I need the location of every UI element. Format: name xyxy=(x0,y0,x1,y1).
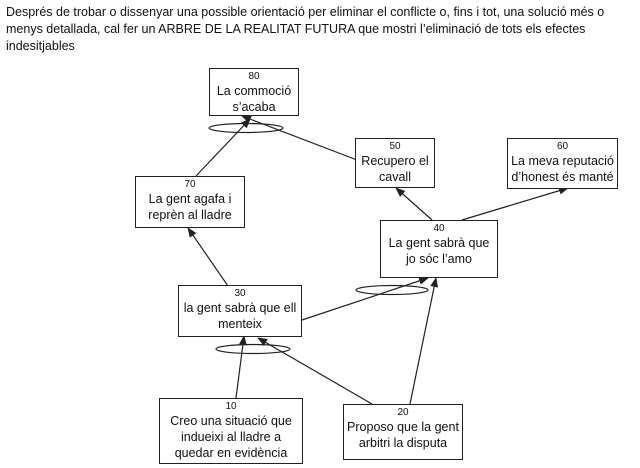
node-70: 70 La gent agafa i reprèn al lladre xyxy=(135,176,245,228)
edge-10-to-30 xyxy=(235,335,247,399)
node-60: 60 La meva reputació d’honest és manté xyxy=(507,138,618,189)
and-ellipse-40 xyxy=(355,284,429,296)
node-70-number: 70 xyxy=(184,179,196,190)
node-80-label: La commoció s’acaba xyxy=(216,84,292,114)
node-10: 10 Creo una situació que indueixi al lla… xyxy=(159,398,303,464)
intro-line-2: menys detallada, cal fer un ARBRE DE LA … xyxy=(6,22,586,53)
intro-text: Després de trobar o dissenyar una possib… xyxy=(6,4,636,55)
and-ellipse-30 xyxy=(215,343,291,355)
node-20: 20 Proposo que la gent arbitri la disput… xyxy=(343,404,463,460)
node-80-number: 80 xyxy=(248,71,260,82)
intro-line-1: Després de trobar o dissenyar una possib… xyxy=(6,5,605,19)
node-40-number: 40 xyxy=(433,223,445,234)
node-50: 50 Recupero el cavall xyxy=(355,138,435,188)
edge-30-to-70 xyxy=(187,227,229,287)
node-30-number: 30 xyxy=(234,288,246,299)
edge-20-to-30 xyxy=(257,337,373,405)
node-40-label: La gent sabrà que jo sóc l’amo xyxy=(388,236,490,266)
node-20-number: 20 xyxy=(397,407,409,418)
node-60-label: La meva reputació d’honest és manté xyxy=(511,154,614,184)
node-20-label: Proposo que la gent arbitri la disputa xyxy=(347,420,459,450)
node-10-label: Creo una situació que indueixi al lladre… xyxy=(170,414,292,460)
edge-50-to-80 xyxy=(241,115,358,161)
edge-40-to-50 xyxy=(395,187,433,221)
and-ellipse-80 xyxy=(208,122,284,134)
node-50-number: 50 xyxy=(389,141,401,152)
node-70-label: La gent agafa i reprèn al lladre xyxy=(148,192,232,222)
node-80: 80 La commoció s’acaba xyxy=(209,68,299,116)
edge-40-to-60 xyxy=(461,186,569,221)
node-10-number: 10 xyxy=(225,401,237,412)
node-60-number: 60 xyxy=(556,141,569,152)
node-30: 30 la gent sabrà que ell menteix xyxy=(178,285,302,337)
edge-70-to-80 xyxy=(195,118,251,177)
node-30-label: la gent sabrà que ell menteix xyxy=(183,301,297,331)
node-40: 40 La gent sabrà que jo sóc l’amo xyxy=(380,220,498,278)
node-50-label: Recupero el cavall xyxy=(361,154,429,184)
edge-20-to-40 xyxy=(409,277,439,405)
edge-30-to-40 xyxy=(301,277,429,321)
